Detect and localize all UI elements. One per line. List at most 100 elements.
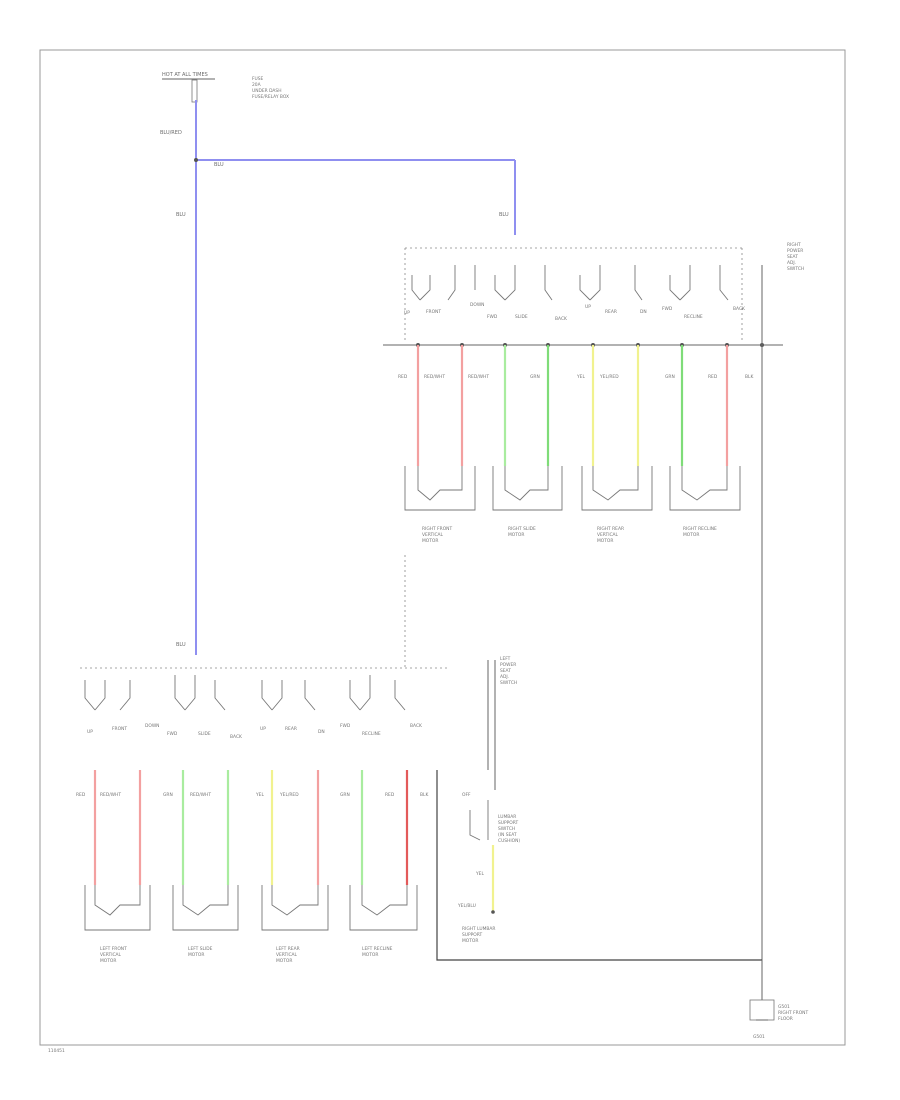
left-switch-title-1: LEFT xyxy=(500,656,511,662)
left-motor-3-l1: LEFT REAR xyxy=(276,946,300,952)
right-motor-3-l2: VERTICAL xyxy=(597,532,619,538)
left-switch-title-3: SEAT xyxy=(500,668,511,674)
right-label-recline: RECLINE xyxy=(684,314,703,320)
left-wire-1: RED xyxy=(76,792,86,798)
lumbar-title-5: CUSHION) xyxy=(498,838,520,844)
fuse-line-4: FUSE/RELAY BOX xyxy=(252,94,289,100)
right-motor-4-l2: MOTOR xyxy=(683,532,699,538)
ground-g501: G501 RIGHT FRONT FLOOR G501 xyxy=(749,960,808,1040)
wire-label-left-down: BLU xyxy=(176,212,186,218)
right-dir-8: BACK xyxy=(733,306,745,312)
right-dir-7: FWD xyxy=(662,306,673,312)
left-label-rear: REAR xyxy=(285,726,297,732)
ground-label-1: G501 xyxy=(778,1004,790,1010)
left-motor-2-l2: MOTOR xyxy=(188,952,204,958)
wire-label-main: BLU/RED xyxy=(160,130,182,136)
lumbar-motor-l2: SUPPORT xyxy=(462,932,482,938)
left-wire-2: RED/WHT xyxy=(100,792,121,798)
lumbar-title-3: SWITCH xyxy=(498,826,515,832)
lumbar-switch-off: OFF xyxy=(462,792,471,798)
left-dir-5: UP xyxy=(260,726,266,732)
left-dir-7: FWD xyxy=(340,723,351,729)
left-motor-3-l2: VERTICAL xyxy=(276,952,298,958)
left-motor-3-l3: MOTOR xyxy=(276,958,292,964)
ground-symbol xyxy=(749,999,775,1021)
ground-label-2: RIGHT FRONT xyxy=(778,1010,808,1016)
wire-label-left-switch: BLU xyxy=(176,642,186,648)
left-dir-2: DOWN xyxy=(145,723,159,729)
left-motor-2-l1: LEFT SLIDE xyxy=(188,946,213,952)
lumbar-wire-yel: YEL xyxy=(475,871,484,877)
right-wire-6: YEL/RED xyxy=(599,374,619,380)
left-seat-switch: LEFT POWER SEAT ADJ. SWITCH FRONT SLIDE … xyxy=(76,555,762,961)
power-source: HOT AT ALL TIMES FUSE 20A UNDER DASH FUS… xyxy=(162,72,289,103)
left-dir-1: UP xyxy=(87,729,93,735)
right-motor-1-l2: VERTICAL xyxy=(422,532,444,538)
right-dir-5: UP xyxy=(585,304,591,310)
right-wire-4: GRN xyxy=(530,374,540,380)
left-label-slide: SLIDE xyxy=(198,731,211,737)
right-switch-title-1: RIGHT xyxy=(787,242,801,248)
left-wire-6: YEL/RED xyxy=(279,792,299,798)
footer-code: 110451 xyxy=(48,1048,65,1054)
left-switch-title-5: SWITCH xyxy=(500,680,517,686)
left-dir-6: DN xyxy=(318,729,325,735)
right-dir-4: BACK xyxy=(555,316,567,322)
left-label-recline: RECLINE xyxy=(362,731,381,737)
lumbar-motor-l1: RIGHT LUMBAR xyxy=(462,926,495,932)
left-label-front: FRONT xyxy=(112,726,127,732)
left-switch-title-2: POWER xyxy=(500,662,516,668)
left-motor-1-l1: LEFT FRONT xyxy=(100,946,127,952)
wire-label-right-down: BLU xyxy=(499,212,509,218)
fuse-line-3: UNDER DASH xyxy=(252,88,282,94)
right-motor-3-l1: RIGHT REAR xyxy=(597,526,624,532)
left-wire-7: GRN xyxy=(340,792,350,798)
left-motor-1-l3: MOTOR xyxy=(100,958,116,964)
left-wire-8: RED xyxy=(385,792,395,798)
left-switch-title-4: ADJ. xyxy=(500,674,509,680)
wire-label-junction: BLU xyxy=(214,162,224,168)
right-motor-3-l3: MOTOR xyxy=(597,538,613,544)
ground-label-3: FLOOR xyxy=(778,1016,793,1022)
right-motor-2-l2: MOTOR xyxy=(508,532,524,538)
right-switch-title-4: ADJ. xyxy=(787,260,796,266)
lumbar-support: OFF LUMBAR SUPPORT SWITCH (IN SEAT CUSHI… xyxy=(457,660,520,944)
right-motor-1-l3: MOTOR xyxy=(422,538,438,544)
lumbar-wire-yelblu: YEL/BLU xyxy=(457,903,476,909)
fuse-symbol xyxy=(191,79,198,103)
right-wire-2: RED/WHT xyxy=(424,374,445,380)
left-wire-9: BLK xyxy=(420,792,428,798)
right-wire-9: BLK xyxy=(745,374,753,380)
fuse-line-1: FUSE xyxy=(252,76,264,82)
right-label-front: FRONT xyxy=(426,309,441,315)
lumbar-title-2: SUPPORT xyxy=(498,820,518,826)
left-dir-3: FWD xyxy=(167,731,178,737)
right-label-slide: SLIDE xyxy=(515,314,528,320)
right-switch-title-2: POWER xyxy=(787,248,803,254)
left-dir-8: BACK xyxy=(410,723,422,729)
right-seat-switch: RIGHT POWER SEAT ADJ. SWITCH FRONT SLIDE… xyxy=(383,242,804,960)
left-motor-4-l2: MOTOR xyxy=(362,952,378,958)
right-switch-title-5: SWITCH xyxy=(787,266,804,272)
right-label-rear: REAR xyxy=(605,309,617,315)
fuse-line-2: 20A xyxy=(252,82,261,88)
left-motors: LEFT FRONT VERTICAL MOTOR LEFT SLIDE MOT… xyxy=(84,885,418,964)
right-dir-6: DN xyxy=(640,309,647,315)
right-wire-8: RED xyxy=(708,374,718,380)
right-motors: RIGHT FRONT VERTICAL MOTOR RIGHT SLIDE M… xyxy=(404,466,741,544)
diagram-frame xyxy=(39,49,846,1046)
main-feed-wires: BLU/RED BLU BLU BLU BLU xyxy=(160,100,516,655)
right-motor-4-l1: RIGHT RECLINE xyxy=(683,526,717,532)
lumbar-title-4: (IN SEAT xyxy=(498,832,517,838)
lumbar-title-1: LUMBAR xyxy=(498,814,516,820)
lumbar-motor-l3: MOTOR xyxy=(462,938,478,944)
left-motor-1-l2: VERTICAL xyxy=(100,952,122,958)
right-switch-title-3: SEAT xyxy=(787,254,798,260)
splice-dot xyxy=(194,158,198,162)
left-motor-4-l1: LEFT RECLINE xyxy=(362,946,393,952)
right-dir-1: UP xyxy=(404,310,410,316)
left-dir-4: BACK xyxy=(230,734,242,740)
left-wire-5: YEL xyxy=(255,792,264,798)
source-label: HOT AT ALL TIMES xyxy=(162,72,208,78)
